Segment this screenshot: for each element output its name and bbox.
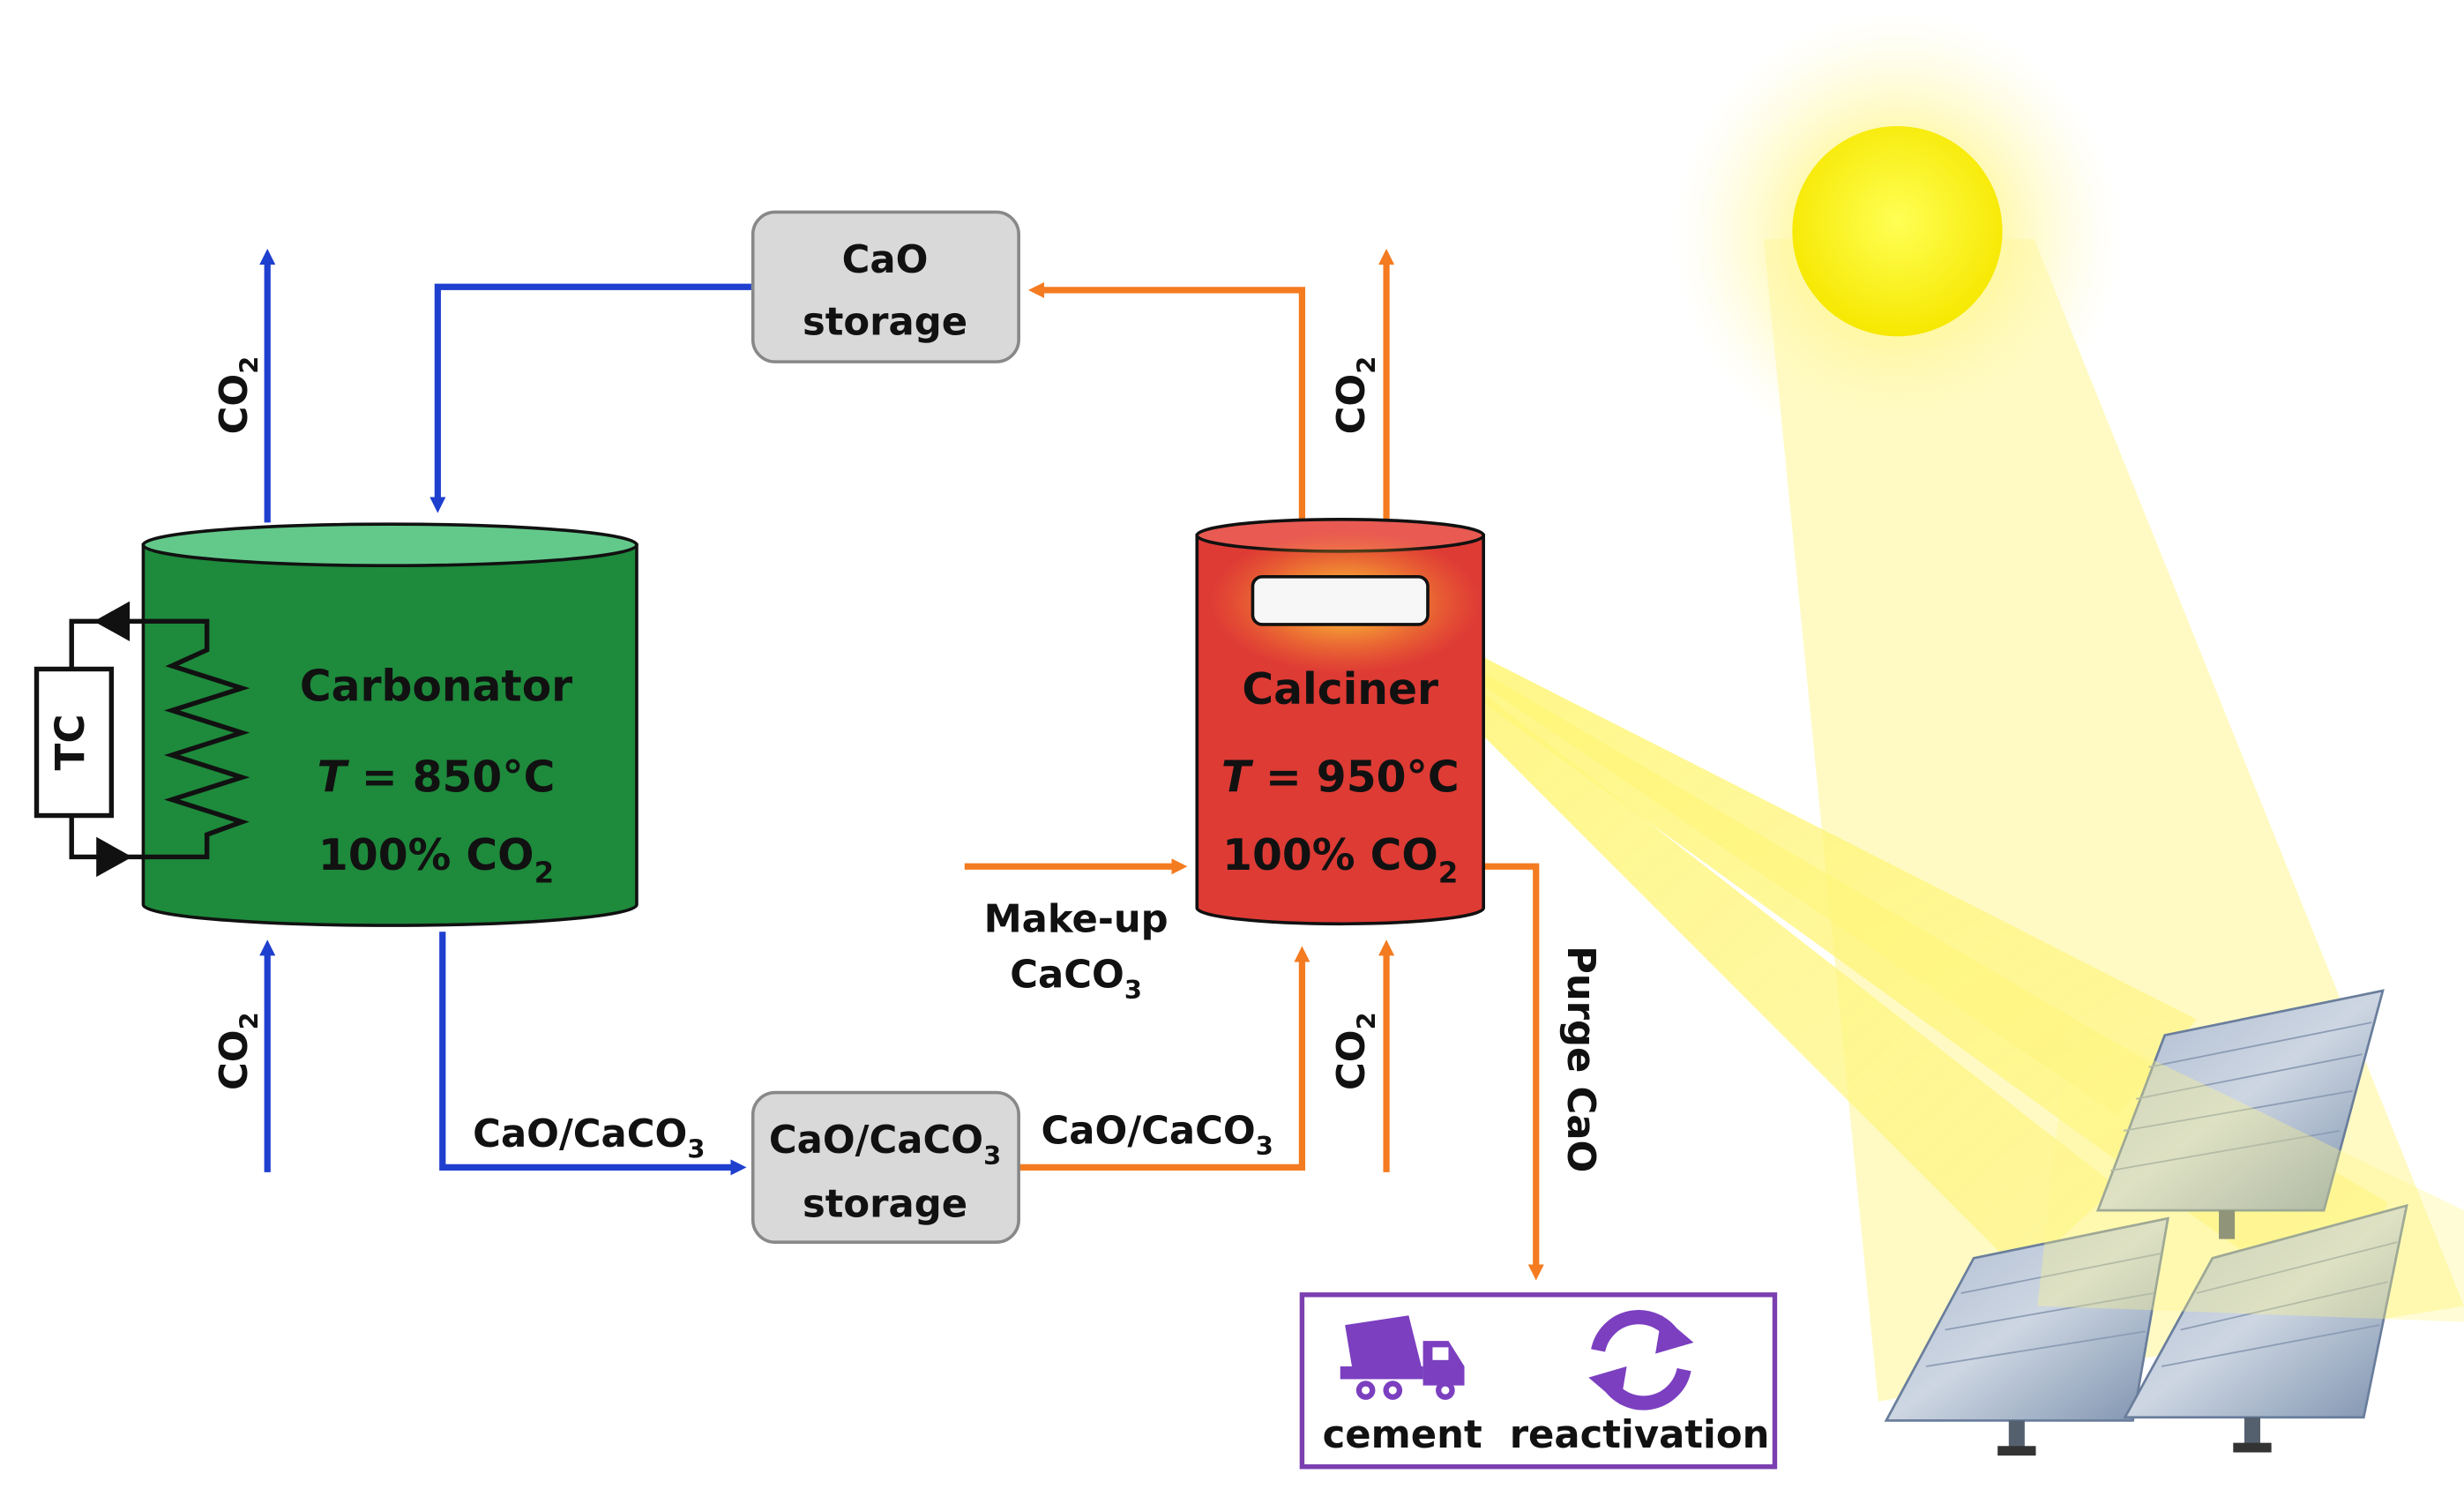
reactivation-label: reactivation (1510, 1413, 1770, 1457)
carbonator-name: Carbonator (300, 662, 572, 712)
calciner-window (1251, 574, 1430, 626)
recycle-arrows-icon (1588, 1310, 1694, 1410)
flow-label-storage-calciner: CaO/CaCO3 (1042, 1109, 1273, 1161)
cao-storage-line1: CaO (842, 238, 929, 282)
heliostat-panel (2095, 989, 2385, 1239)
heat-exchanger-coil-icon (69, 601, 250, 878)
cao-storage-line2: storage (803, 300, 967, 344)
tc-controller: TC (34, 666, 115, 819)
caco3-storage-line1: CaO/CaCO3 (769, 1119, 1001, 1171)
purge-output-box: cement reactivation (1299, 1292, 1778, 1470)
purge-arrow (1480, 863, 1544, 1281)
caco3-storage-line2: storage (803, 1182, 967, 1226)
calciner-temperature: T = 950°C (1221, 752, 1460, 802)
cement-label: cement (1323, 1413, 1482, 1457)
orange-flows (964, 248, 1544, 1281)
carbonator-to-storage-arrow (439, 932, 747, 1176)
calciner-vessel (1195, 518, 1485, 926)
flow-label-carbonator-storage: CaO/CaCO3 (473, 1112, 705, 1164)
tc-label: TC (47, 715, 93, 771)
blue-flows (259, 248, 751, 1176)
storage-to-calciner-arrow (1019, 946, 1310, 1171)
solar-field (1365, 12, 2464, 1456)
carbonator-vessel (141, 522, 638, 927)
truck-mixer-icon (1340, 1315, 1465, 1400)
co2-label-carbonator-out: CO2 (213, 356, 265, 435)
co2-label-calciner-out: CO2 (1330, 356, 1382, 435)
co2-label-calciner-in: CO2 (1330, 1012, 1382, 1090)
purge-label: Purge CaO (1558, 946, 1602, 1172)
heliostat-panel (2123, 1203, 2408, 1453)
calciner-to-cao-storage-arrow (1027, 281, 1306, 527)
calciner-name: Calciner (1242, 665, 1438, 715)
cao-caco3-storage-box: CaO/CaCO3 storage (750, 1090, 1020, 1245)
cao-storage-box: CaO storage (750, 210, 1020, 363)
co2-label-carbonator-in: CO2 (213, 1012, 265, 1090)
solar-heliostat-icon (1884, 989, 2464, 1456)
cao-to-carbonator-arrow (429, 283, 751, 513)
carbonator-temperature: T = 850°C (317, 752, 556, 802)
makeup-label-line2: CaCO3 (1010, 953, 1142, 1005)
makeup-label-line1: Make-up (984, 897, 1169, 941)
calciner-concentration: 100% CO2 (1222, 831, 1458, 889)
sun-icon (1792, 126, 2003, 337)
heliostat-panel (1884, 1216, 2169, 1456)
carbonator-concentration: 100% CO2 (318, 831, 554, 889)
